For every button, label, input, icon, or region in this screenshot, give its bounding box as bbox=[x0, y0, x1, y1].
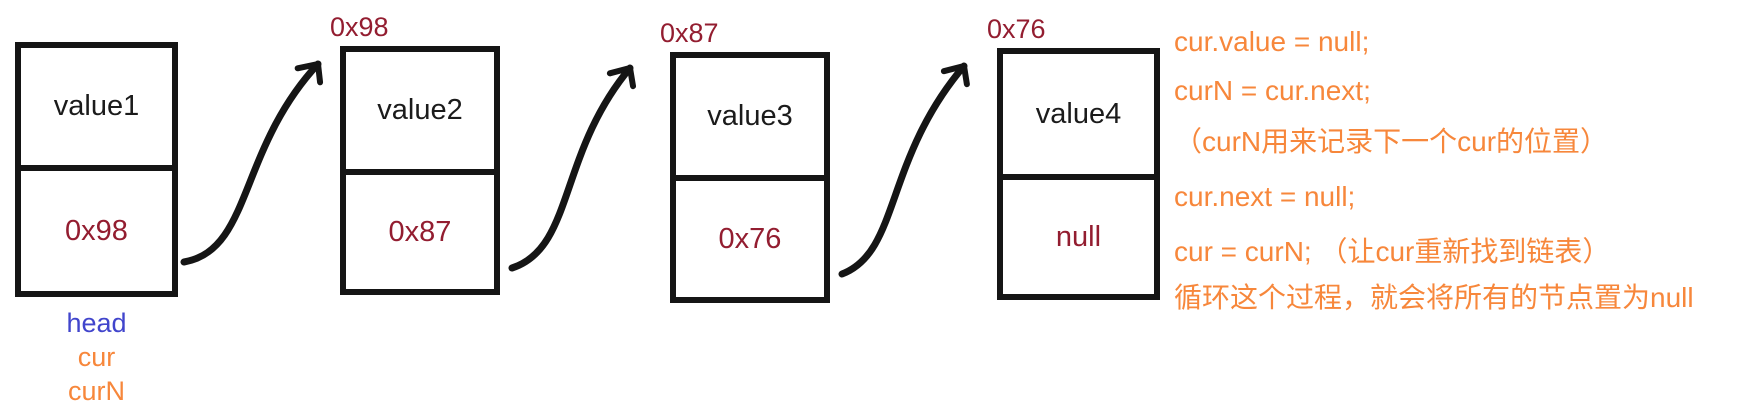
node-address-label: 0x98 bbox=[330, 12, 389, 42]
node-value-cell: value2 bbox=[346, 52, 494, 175]
node-value-cell: value3 bbox=[676, 58, 824, 181]
node-box: value2 0x87 bbox=[340, 46, 500, 295]
list-node-2: 0x98 value2 0x87 bbox=[330, 12, 500, 295]
node-address-label: 0x76 bbox=[987, 14, 1046, 44]
code-line: cur.next = null; bbox=[1174, 181, 1356, 212]
node-value-cell: value1 bbox=[21, 48, 172, 171]
pointer-label-head: head bbox=[66, 308, 127, 338]
code-line: （curN用来记录下一个cur的位置） bbox=[1174, 126, 1609, 157]
arrow-node1-to-node2 bbox=[180, 60, 324, 266]
pointer-labels: head cur curN bbox=[15, 306, 178, 408]
code-line: 循环这个过程，就会将所有的节点置为null bbox=[1174, 282, 1694, 313]
node-box: value3 0x76 bbox=[670, 52, 830, 303]
node-next-cell: 0x87 bbox=[388, 215, 452, 248]
list-node-4: 0x76 value4 null bbox=[987, 14, 1160, 300]
node-box: value4 null bbox=[997, 48, 1160, 300]
arrow-node2-to-node3 bbox=[508, 64, 637, 272]
code-line: cur.value = null; bbox=[1174, 26, 1370, 57]
node-next-cell: null bbox=[1055, 220, 1102, 253]
node-next-cell: 0x76 bbox=[718, 222, 782, 255]
code-line: curN = cur.next; bbox=[1174, 75, 1371, 106]
pointer-label-cur: cur bbox=[77, 342, 116, 372]
node-next-cell: 0x98 bbox=[65, 214, 128, 247]
node-address-label: 0x87 bbox=[660, 18, 719, 48]
node-box: value1 0x98 bbox=[15, 42, 178, 297]
pointer-label-curn: curN bbox=[67, 376, 125, 406]
code-line: cur = curN; （让cur重新找到链表） bbox=[1174, 236, 1611, 267]
list-node-3: 0x87 value3 0x76 bbox=[660, 18, 830, 303]
list-node-1: value1 0x98 bbox=[15, 42, 178, 297]
code-annotation-block: cur.value = null; curN = cur.next; （curN… bbox=[1174, 0, 1758, 413]
arrow-node3-to-node4 bbox=[838, 62, 970, 278]
node-value-cell: value4 bbox=[1003, 54, 1154, 180]
